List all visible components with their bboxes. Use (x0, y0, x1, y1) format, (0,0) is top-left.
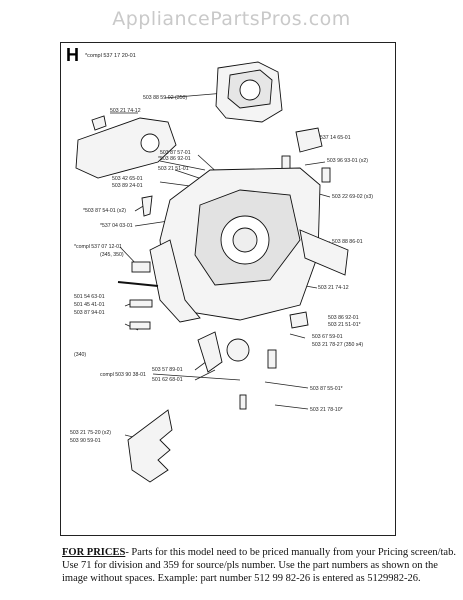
crankcase-hub (232, 227, 258, 253)
part-label: 503 21 78-10* (310, 407, 343, 413)
wire-part (197, 331, 223, 373)
chain-cover-part (75, 117, 177, 179)
watermark-text: AppliancePartsPros.com (112, 8, 351, 30)
part-label: 501 62 68-01 (152, 377, 183, 383)
part-label: 503 87 55-01* (310, 386, 343, 392)
part-label: 503 67 59-01 (312, 334, 343, 340)
part-label: 537 14 65-01 (320, 135, 351, 141)
air-filter-part (295, 127, 323, 153)
part-label: 503 89 24-01 (112, 183, 143, 189)
part-drawings (75, 61, 349, 483)
part-label: *503 86 92-01 (158, 156, 191, 162)
chain-cover-hub (140, 133, 160, 153)
small-bracket-part (91, 115, 107, 131)
part-label: *503 87 54-01 (x2) (83, 208, 126, 214)
part-label: 503 57 89-01 (152, 367, 183, 373)
part-label: 503 42 65-01 (112, 176, 143, 182)
part-label: *compl 537 07 12-01 (74, 244, 122, 250)
part-label: 503 88 86-01 (332, 239, 363, 245)
part-label: 503 90 59-01 (70, 438, 101, 444)
part-label: 503 21 78-27 (350 x4) (312, 342, 363, 348)
pricing-instructions: FOR PRICES- Parts for this model need to… (62, 546, 457, 585)
part-label: (345, 350) (100, 252, 124, 258)
part-label: 503 22 69-02 (x3) (332, 194, 373, 200)
part-label: 503 21 74-12 (110, 108, 141, 114)
ignition-coil-part (226, 338, 250, 362)
part-label: 501 45 41-01 (74, 302, 105, 308)
guard-part (299, 229, 349, 276)
part-label: 501 54 63-01 (74, 294, 105, 300)
section-letter: H (66, 45, 79, 65)
watermark-banner: AppliancePartsPros.com (0, 0, 463, 40)
screw-part (141, 195, 153, 217)
part-label: 503 21 51-01 (158, 166, 189, 172)
section-note: *compl 537 17 20-01 (85, 53, 136, 59)
part-label: 503 87 94-01 (74, 310, 105, 316)
part-label: 503 21 75-20 (x2) (70, 430, 111, 436)
stud-3 (321, 167, 331, 183)
part-label: 503 88 59-02 (350) (143, 95, 187, 101)
pin-part (239, 394, 247, 410)
switch-part (131, 261, 151, 273)
bumper-spike-part (127, 409, 173, 483)
top-cover-opening (239, 79, 261, 101)
rod-part (117, 281, 159, 287)
pad-part (129, 321, 151, 330)
clip-part (289, 311, 309, 329)
pricing-heading: FOR PRICES (62, 547, 126, 558)
bracket-part (129, 299, 153, 308)
part-label: *537 04 03-01 (100, 223, 133, 229)
part-label: 503 21 51-01* (328, 322, 361, 328)
part-label: 503 87 57-01 (160, 150, 191, 156)
part-labels: 503 88 59-02 (350) 503 21 74-12 537 14 6… (70, 95, 373, 444)
pricing-text: - Parts for this model need to be priced… (62, 547, 456, 584)
side-panel-part (149, 239, 201, 323)
part-label: 503 86 92-01 (328, 315, 359, 321)
part-label: 503 21 74-12 (318, 285, 349, 291)
part-label: 503 96 93-01 (x2) (327, 158, 368, 164)
part-label: compl 503 90 38-01 (100, 372, 146, 378)
bolt-part (267, 349, 277, 369)
part-label: (340) (74, 352, 86, 358)
